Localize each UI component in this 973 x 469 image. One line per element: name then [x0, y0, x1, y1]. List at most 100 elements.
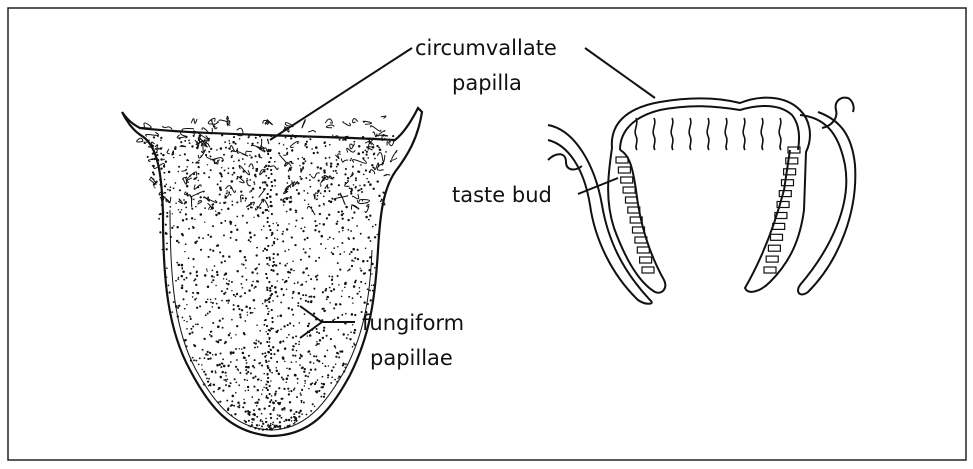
stipple-dot	[166, 276, 168, 278]
stipple-dot	[290, 409, 293, 412]
stipple-dot	[374, 267, 376, 269]
texture-stroke	[325, 185, 330, 189]
taste-bud	[642, 267, 654, 273]
texture-stroke	[201, 143, 207, 147]
texture-stroke	[214, 122, 218, 127]
stipple-dot	[262, 353, 264, 355]
stipple-dot	[185, 213, 187, 215]
stipple-dot	[318, 257, 320, 259]
stipple-dot	[250, 190, 252, 192]
stipple-dot	[266, 287, 268, 289]
stipple-dot	[228, 280, 230, 282]
stipple-dot	[220, 339, 222, 341]
stipple-dot	[241, 263, 243, 265]
stipple-dot	[192, 357, 194, 359]
stipple-dot	[350, 230, 352, 232]
stipple-dot	[178, 166, 180, 168]
stipple-dot	[203, 172, 205, 174]
stipple-dot	[235, 239, 237, 241]
stipple-dot	[323, 327, 325, 329]
stipple-dot	[305, 294, 307, 296]
stipple-dot	[175, 305, 178, 308]
stipple-dot	[290, 201, 292, 203]
stipple-dot	[261, 413, 263, 415]
stipple-dot	[353, 184, 355, 186]
stipple-dot	[254, 234, 256, 236]
stipple-dot	[337, 211, 339, 213]
stipple-dot	[160, 137, 162, 139]
stipple-dot	[173, 187, 175, 189]
stipple-dot	[226, 379, 228, 381]
papilla-left-wall	[608, 148, 665, 293]
stipple-dot	[254, 308, 256, 310]
stipple-dot	[317, 190, 319, 192]
stipple-dot	[221, 300, 223, 302]
stipple-dot	[369, 289, 371, 291]
stipple-dot	[208, 378, 210, 380]
stipple-dot	[189, 272, 191, 274]
stipple-dot	[181, 264, 184, 267]
stipple-dot	[235, 366, 237, 368]
stipple-dot	[351, 259, 353, 261]
stipple-dot	[306, 146, 308, 148]
stipple-dot	[350, 190, 352, 192]
stipple-dot	[318, 205, 320, 207]
stipple-dot	[288, 334, 290, 336]
stipple-dot	[226, 400, 228, 402]
stipple-dot	[233, 161, 235, 163]
stipple-dot	[308, 323, 310, 325]
stipple-dot	[354, 314, 356, 316]
stipple-dot	[246, 279, 248, 281]
stipple-dot	[329, 157, 331, 159]
stipple-dot	[324, 141, 326, 143]
stipple-dot	[218, 307, 221, 310]
stipple-dot	[223, 154, 225, 156]
stipple-dot	[360, 296, 362, 298]
midline-dot	[270, 205, 272, 207]
stipple-dot	[350, 251, 352, 253]
stipple-dot	[288, 425, 290, 427]
stipple-dot	[207, 196, 209, 198]
midline-dot	[267, 193, 269, 195]
stipple-dot	[175, 280, 177, 282]
stipple-dot	[201, 364, 202, 365]
stipple-dot	[302, 157, 304, 159]
stipple-dot	[378, 195, 380, 197]
texture-stroke	[363, 121, 371, 124]
stipple-dot	[239, 316, 241, 318]
stipple-dot	[170, 236, 172, 238]
stipple-dot	[368, 219, 370, 221]
surface-fold	[671, 118, 673, 150]
stipple-dot	[270, 399, 272, 401]
stipple-dot	[186, 192, 188, 194]
stipple-dot	[331, 283, 333, 285]
midline-dot	[273, 253, 275, 255]
stipple-dot	[287, 182, 289, 184]
stipple-dot	[261, 365, 263, 367]
stipple-dot	[247, 389, 249, 391]
stipple-dot	[185, 243, 187, 245]
stipple-dot	[314, 406, 316, 408]
midline-dot	[265, 361, 267, 363]
stipple-dot	[308, 275, 310, 277]
stipple-dot	[222, 390, 224, 392]
stipple-dot	[277, 418, 279, 420]
stipple-dot	[236, 228, 238, 230]
stipple-dot	[270, 423, 272, 425]
stipple-dot	[288, 419, 291, 422]
stipple-dot	[248, 411, 250, 413]
stipple-dot	[260, 380, 262, 382]
stipple-dot	[206, 270, 207, 271]
stipple-dot	[252, 377, 254, 379]
stipple-dot	[292, 134, 294, 136]
stipple-dot	[323, 393, 325, 395]
stipple-dot	[342, 218, 344, 220]
stipple-dot	[221, 209, 223, 211]
stipple-dot	[330, 201, 333, 204]
stipple-dot	[336, 159, 338, 161]
stipple-dot	[165, 224, 167, 226]
stipple-dot	[224, 260, 226, 262]
stipple-dot	[352, 324, 354, 326]
stipple-dot	[275, 367, 277, 369]
stipple-dot	[190, 359, 192, 361]
